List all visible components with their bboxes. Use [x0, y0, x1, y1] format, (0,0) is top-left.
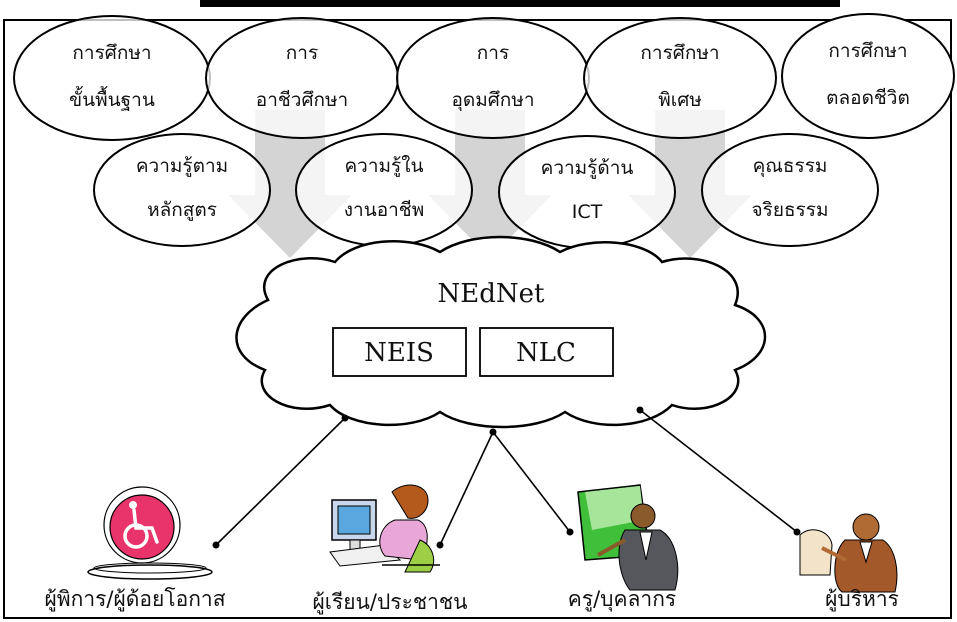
knowledge-area-line2: หลักสูตร [147, 199, 217, 221]
connector-line [492, 431, 571, 533]
knowledge-area-line2: ICT [572, 201, 603, 223]
connector-lines [215, 409, 798, 546]
education-level-vocational: การ อาชีวศึกษา [205, 17, 399, 139]
knowledge-area-line1: ความรู้ตาม [136, 155, 228, 177]
knowledge-area-line2: งานอาชีพ [344, 199, 424, 221]
student-computer-icon [329, 484, 440, 573]
education-level-line2: อาชีวศึกษา [256, 89, 348, 111]
user-group-executives: ผู้บริหาร [825, 587, 899, 612]
connector-dot [212, 541, 220, 549]
knowledge-area-ict: ความรู้ด้าน ICT [498, 135, 676, 249]
connector-dot [489, 428, 497, 436]
connector-dot [566, 528, 574, 536]
connector-line [639, 409, 798, 533]
network-name: NEdNet [438, 279, 546, 309]
education-level-line2: ขั้นพื้นฐาน [69, 86, 155, 111]
knowledge-area-curriculum: ความรู้ตาม หลักสูตร [93, 133, 271, 247]
knowledge-area-line1: ความรู้ใน [344, 155, 423, 177]
wheelchair-icon [87, 486, 213, 580]
education-level-higher: การ อุดมศึกษา [396, 17, 590, 139]
user-group-learners: ผู้เรียน/ประชาชน [312, 590, 467, 615]
system-label: NEIS [364, 338, 434, 368]
education-level-line2: พิเศษ [658, 89, 702, 111]
knowledge-area-line1: ความรู้ด้าน [541, 157, 634, 179]
system-neis: NEIS [332, 327, 467, 377]
knowledge-areas: ความรู้ตาม หลักสูตร ความรู้ใน งานอาชีพ ค… [93, 133, 879, 249]
education-level-line1: การ [286, 42, 318, 64]
knowledge-area-line1: คุณธรรม [753, 155, 828, 178]
connector-dot [793, 528, 801, 536]
nednet-cloud: NEdNet NEIS NLC [235, 235, 767, 429]
user-group-labels: ผู้พิการ/ผู้ด้อยโอกาส ผู้เรียน/ประชาชน ค… [44, 587, 898, 615]
education-level-line1: การศึกษา [640, 42, 719, 64]
system-nlc: NLC [479, 327, 614, 377]
teacher-board-icon [577, 484, 679, 591]
system-label: NLC [516, 338, 576, 368]
title-band-remnant [200, 0, 840, 7]
knowledge-area-ethics: คุณธรรม จริยธรรม [701, 133, 879, 247]
education-level-special: การศึกษา พิเศษ [583, 17, 777, 139]
education-level-line2: อุดมศึกษา [451, 89, 534, 112]
connector-line [439, 431, 494, 546]
connector-dot [341, 414, 349, 422]
education-level-line1: การศึกษา [72, 42, 151, 64]
executive-icon [799, 513, 898, 593]
education-level-line2: ตลอดชีวิต [826, 87, 910, 109]
connector-dot [436, 541, 444, 549]
connector-dot [636, 406, 644, 414]
connector-line [215, 417, 346, 546]
education-level-basic: การศึกษา ขั้นพื้นฐาน [13, 15, 211, 141]
education-level-lifelong: การศึกษา ตลอดชีวิต [781, 13, 955, 139]
education-levels: การศึกษา ขั้นพื้นฐาน การ อาชีวศึกษา การ … [13, 13, 955, 141]
knowledge-area-line2: จริยธรรม [751, 199, 828, 221]
user-group-teachers: ครู/บุคลากร [568, 587, 676, 612]
connector-dots [212, 406, 801, 549]
user-group-disabled: ผู้พิการ/ผู้ด้อยโอกาส [44, 587, 225, 612]
knowledge-area-occupation: ความรู้ใน งานอาชีพ [295, 133, 473, 247]
education-level-line1: การศึกษา [828, 40, 907, 62]
education-level-line1: การ [477, 42, 509, 64]
